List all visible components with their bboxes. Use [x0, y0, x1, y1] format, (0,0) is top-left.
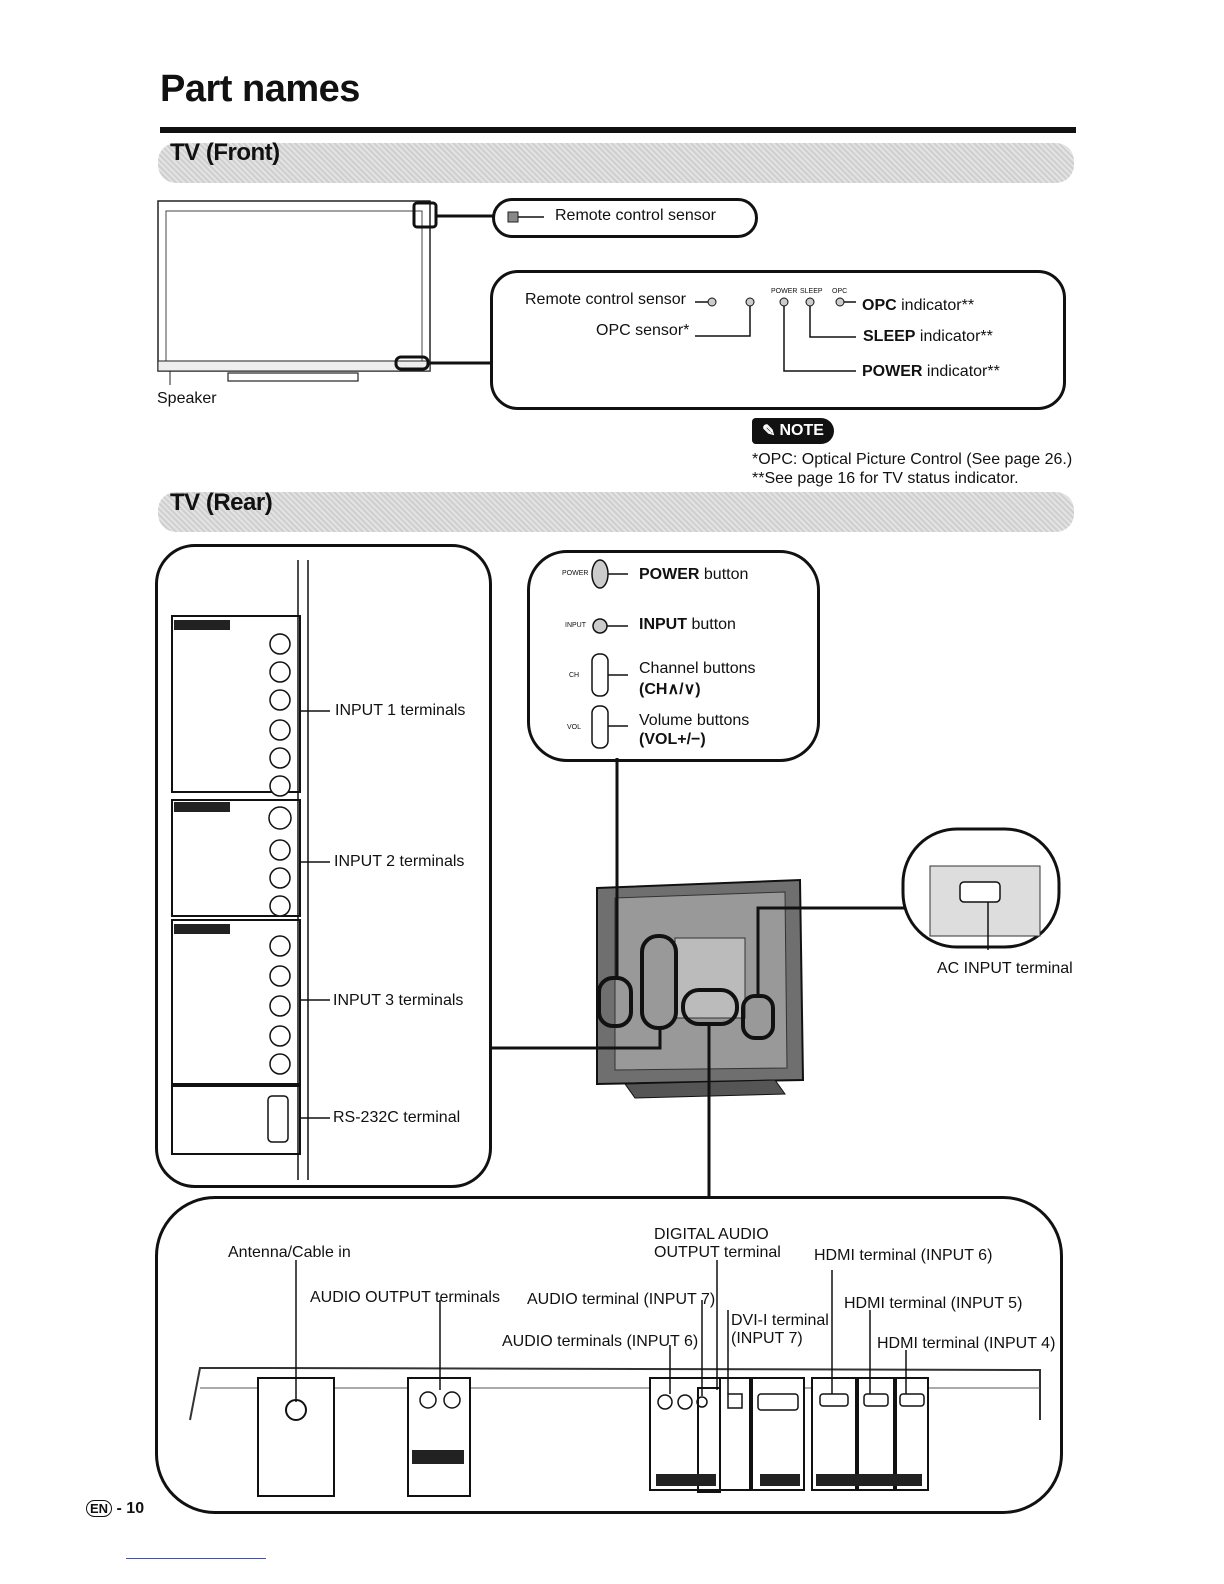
power-indicator-rest: indicator**: [922, 363, 1000, 380]
digital-audio-line2: OUTPUT terminal: [654, 1244, 781, 1261]
page-title: Part names: [160, 68, 360, 110]
language-badge: EN: [86, 1500, 113, 1517]
speaker-label: Speaker: [157, 390, 217, 407]
dvi-label-line1: DVI-I terminal: [731, 1312, 829, 1329]
audio-input6-label: AUDIO terminals (INPUT 6): [502, 1333, 699, 1350]
front-detail-box: [490, 270, 1066, 410]
ac-input-label: AC INPUT terminal: [937, 960, 1073, 977]
sleep-indicator-label: SLEEP indicator**: [863, 328, 993, 346]
side-terminal-panel-illustration: [171, 560, 309, 1180]
digital-audio-line1: DIGITAL AUDIO: [654, 1226, 769, 1243]
channel-buttons-line2: (CH∧/∨): [639, 681, 701, 698]
input3-terminals-label: INPUT 3 terminals: [333, 992, 464, 1009]
section-band-front: [158, 143, 1074, 183]
indicator-diagram: [695, 297, 856, 372]
power-indicator-label: POWER indicator**: [862, 363, 1000, 381]
hdmi5-label: HDMI terminal (INPUT 5): [844, 1295, 1023, 1312]
opc-indicator-label: OPC indicator**: [862, 297, 974, 315]
tiny-vol-label: VOL: [567, 724, 582, 731]
pencil-icon: ✎: [762, 423, 776, 440]
note-line-1: *OPC: Optical Picture Control (See page …: [752, 451, 1073, 468]
detail-opc-sensor: OPC sensor*: [596, 322, 690, 339]
section-band-rear: [158, 492, 1074, 532]
tiny-power-button-label: POWER: [562, 570, 589, 577]
input2-terminals-label: INPUT 2 terminals: [334, 853, 465, 870]
channel-buttons-line1: Channel buttons: [639, 660, 756, 677]
opc-indicator-rest: indicator**: [896, 297, 975, 314]
input-button-bold: INPUT: [639, 616, 687, 633]
title-rule: [160, 127, 1076, 133]
audio-output-label: AUDIO OUTPUT terminals: [310, 1289, 500, 1306]
power-button-rest: button: [699, 566, 749, 583]
input-button-label: INPUT button: [639, 616, 736, 634]
buttons-box: [527, 550, 820, 762]
page-number: EN - 10: [86, 1500, 144, 1518]
hdmi4-label: HDMI terminal (INPUT 4): [877, 1335, 1056, 1352]
tv-rear-illustration: [490, 758, 905, 1198]
antenna-label: Antenna/Cable in: [228, 1244, 351, 1261]
input-button-rest: button: [687, 616, 736, 633]
note-badge: ✎NOTE: [752, 418, 834, 444]
dvi-label-line2: (INPUT 7): [731, 1330, 803, 1347]
buttons-illustration: [591, 559, 628, 749]
sleep-indicator-bold: SLEEP: [863, 328, 916, 345]
input1-terminals-label: INPUT 1 terminals: [335, 702, 466, 719]
sensor-icon: [507, 211, 544, 223]
detail-remote-sensor: Remote control sensor: [525, 291, 686, 308]
bottom-terminals-box: [155, 1196, 1063, 1514]
audio-input7-label: AUDIO terminal (INPUT 7): [527, 1291, 716, 1308]
power-indicator-bold: POWER: [862, 363, 923, 380]
tiny-sleep-label: SLEEP: [800, 288, 823, 295]
volume-buttons-line1: Volume buttons: [639, 712, 750, 729]
volume-buttons-line2: (VOL+/−): [639, 731, 706, 748]
tiny-input-button-label: INPUT: [565, 622, 586, 629]
side-terminals-box: [155, 544, 492, 1188]
note-line-2: **See page 16 for TV status indicator.: [752, 470, 1019, 487]
side-terminal-leaders: [300, 710, 330, 1119]
opc-indicator-bold: OPC: [862, 297, 897, 314]
footer-link-underline: [126, 1558, 266, 1559]
tv-front-illustration: [157, 200, 438, 385]
sleep-indicator-rest: indicator**: [915, 328, 993, 345]
bottom-terminal-panel-illustration: [189, 1260, 1041, 1497]
hdmi6-label: HDMI terminal (INPUT 6): [814, 1247, 993, 1264]
remote-sensor-callout: [492, 198, 758, 238]
rs232c-terminal-label: RS-232C terminal: [333, 1109, 461, 1126]
tiny-power-label: POWER: [771, 288, 798, 295]
page-number-text: - 10: [116, 1500, 145, 1517]
section-label-rear: TV (Rear): [170, 489, 273, 516]
section-label-front: TV (Front): [170, 139, 280, 166]
tiny-ch-label: CH: [569, 672, 580, 679]
tiny-opc-label: OPC: [832, 288, 848, 295]
power-button-bold: POWER: [639, 566, 700, 583]
remote-sensor-callout-label: Remote control sensor: [555, 207, 716, 224]
power-button-label: POWER button: [639, 566, 748, 584]
front-callout-lines: [430, 214, 494, 365]
note-badge-label: NOTE: [779, 422, 824, 439]
ac-input-closeup: [901, 827, 1061, 950]
